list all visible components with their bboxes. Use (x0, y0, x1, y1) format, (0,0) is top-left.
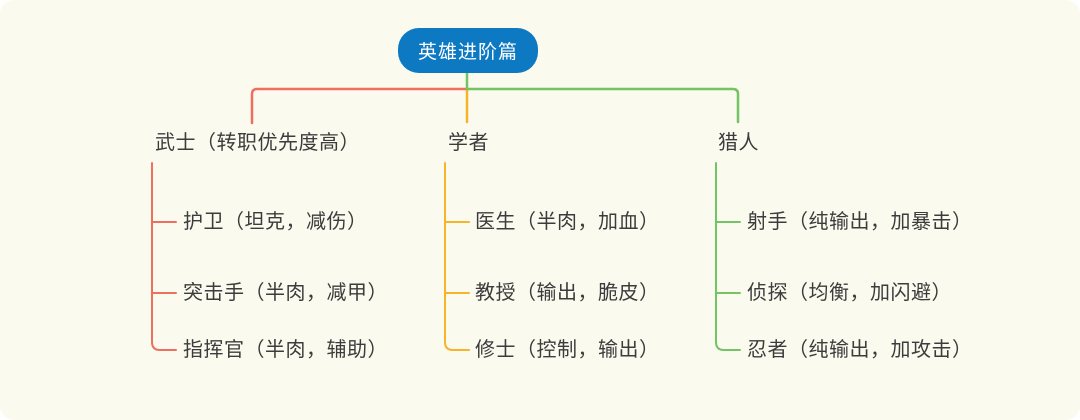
branch-topic-warrior[interactable]: 武士（转职优先度高） (155, 132, 360, 154)
subtopic-warrior-2[interactable]: 突击手（半肉，减甲） (183, 282, 388, 304)
child-connector-hunter (715, 162, 741, 351)
subtopic-scholar-1[interactable]: 医生（半肉，加血） (475, 211, 660, 233)
subtopic-hunter-1[interactable]: 射手（纯输出，加暴击） (747, 211, 973, 233)
child-connector-scholar (444, 162, 470, 351)
branch-topic-scholar[interactable]: 学者 (448, 132, 489, 154)
branch-line-hunter (465, 87, 740, 124)
subtopic-hunter-2[interactable]: 侦探（均衡，加闪避） (747, 282, 952, 304)
subtopic-scholar-3[interactable]: 修士（控制，输出） (475, 339, 660, 361)
branch-topic-hunter[interactable]: 猎人 (718, 132, 759, 154)
child-connector-warrior (151, 162, 177, 351)
subtopic-scholar-2[interactable]: 教授（输出，脆皮） (475, 282, 660, 304)
root-topic-label: 英雄进阶篇 (417, 42, 518, 63)
branch-line-warrior (250, 87, 469, 125)
subtopic-warrior-3[interactable]: 指挥官（半肉，辅助） (183, 339, 388, 361)
subtopic-warrior-1[interactable]: 护卫（坦克，减伤） (183, 211, 368, 233)
root-topic[interactable]: 英雄进阶篇 (398, 28, 538, 73)
subtopic-hunter-3[interactable]: 忍者（纯输出，加攻击） (747, 339, 973, 361)
